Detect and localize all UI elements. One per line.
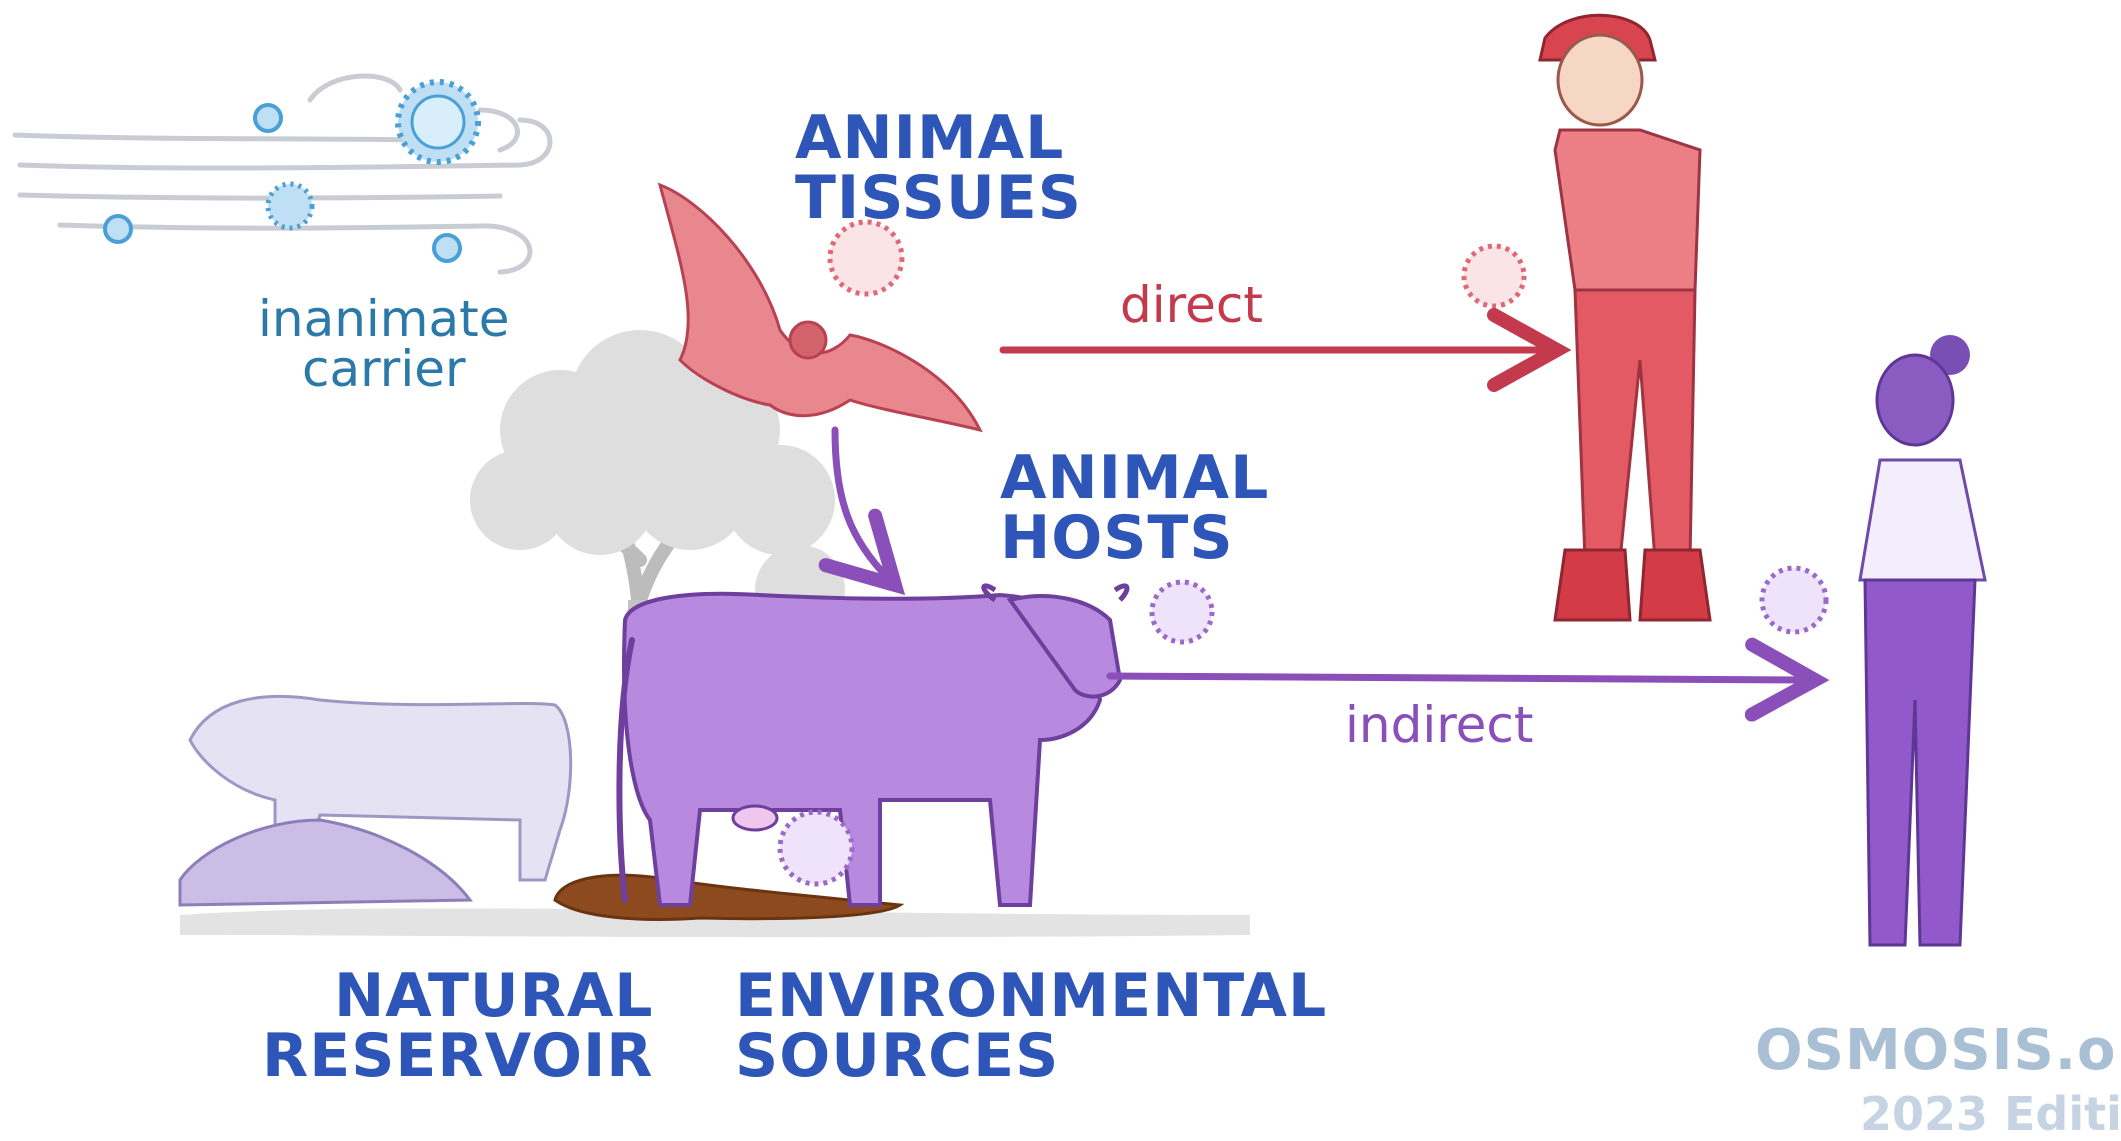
animal-tissues-label: ANIMAL TISSUES (795, 108, 1082, 228)
osmosis-watermark: OSMOSIS.org 2023 Edition (1755, 1018, 2121, 1141)
watermark-brand: OSMOSIS.org (1755, 1018, 2121, 1083)
woman-icon (1860, 335, 1985, 945)
watermark-edition: 2023 Edition (1755, 1087, 2121, 1141)
airborne-pathogen-icons (105, 82, 478, 261)
environmental-sources-label: ENVIRONMENTAL SOURCES (735, 966, 1327, 1086)
direct-label: direct (1120, 280, 1263, 330)
indirect-label: indirect (1345, 700, 1534, 750)
inanimate-carrier-label: inanimate carrier (258, 294, 510, 394)
cow-icon (619, 586, 1127, 905)
animal-hosts-label: ANIMAL HOSTS (1000, 448, 1269, 568)
indirect-arrow (1110, 676, 1808, 680)
natural-reservoir-label: NATURAL RESERVOIR (262, 966, 654, 1086)
reservoir-cows (180, 696, 571, 905)
farmer-icon (1540, 15, 1710, 620)
bat-to-cow-arrow (835, 430, 890, 580)
